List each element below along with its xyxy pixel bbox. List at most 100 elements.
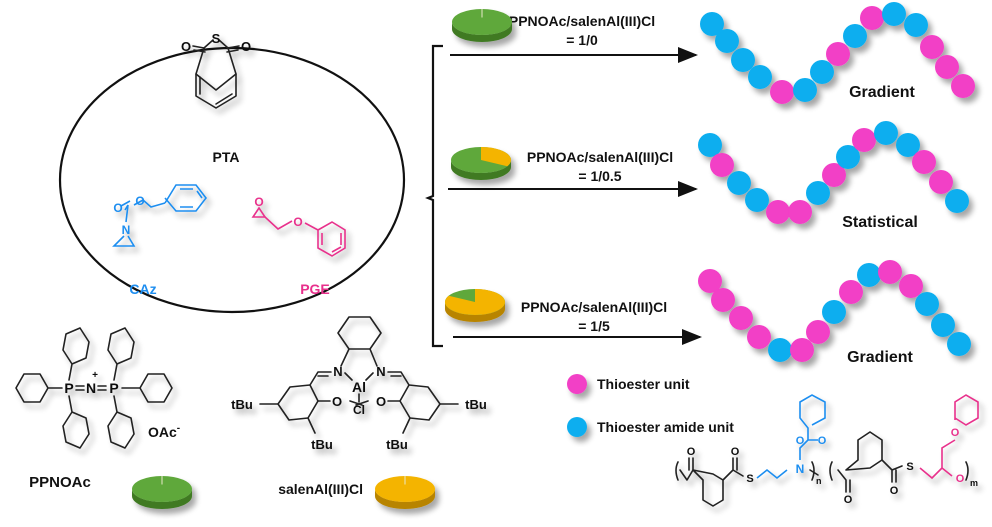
condition-3-ratio-label: PPNOAc/salenAl(III)Cl xyxy=(521,299,667,315)
salen-n1-atom: N xyxy=(333,364,342,379)
poly-o5: O xyxy=(844,494,853,506)
chain-1 xyxy=(700,2,975,104)
pge-o2-atom: O xyxy=(293,215,302,229)
result-1-label: Gradient xyxy=(849,84,915,101)
thioester-bead xyxy=(729,306,753,330)
result-3-label: Gradient xyxy=(847,349,913,366)
tbu-bottom-right: tBu xyxy=(386,437,408,452)
pta-structure: S O O xyxy=(181,31,251,109)
thioester-amide-bead xyxy=(947,332,971,356)
condition-1-ratio-label: PPNOAc/salenAl(III)Cl xyxy=(509,13,655,29)
thioester-bead xyxy=(822,163,846,187)
pie-condition-1-top xyxy=(452,9,512,35)
ppn-p1-atom: P xyxy=(64,380,73,396)
ppn-p2-atom: P xyxy=(109,380,118,396)
thioester-amide-bead xyxy=(806,181,830,205)
thioester-amide-bead xyxy=(882,2,906,26)
salen-puck-top xyxy=(375,476,435,502)
pie-condition-3-side xyxy=(445,302,505,322)
thioester-bead xyxy=(766,200,790,224)
thioester-amide-bead xyxy=(874,121,898,145)
thioester-amide-bead xyxy=(700,12,724,36)
pie-condition-3 xyxy=(445,289,505,322)
poly-o1: O xyxy=(687,446,696,458)
legend-amide-label: Thioester amide unit xyxy=(597,419,734,435)
caz-o1-atom: O xyxy=(113,201,122,215)
tbu-right: tBu xyxy=(465,397,487,412)
thioester-bead xyxy=(860,6,884,30)
salen-al-atom: Al xyxy=(352,379,366,395)
copolymer-structure: O O S N O O O O S O O n m xyxy=(675,394,979,507)
pie-condition-2-side xyxy=(451,160,511,180)
thioester-amide-bead xyxy=(715,29,739,53)
thioester-amide-bead xyxy=(698,133,722,157)
thioester-amide-bead xyxy=(727,171,751,195)
salen-puck xyxy=(375,476,435,509)
thioester-bead xyxy=(878,260,902,284)
pta-o2-atom: O xyxy=(241,39,251,54)
caz-n-atom: N xyxy=(122,223,131,237)
legend: Thioester unit Thioester amide unit xyxy=(567,374,734,437)
thioester-bead xyxy=(899,274,923,298)
poly-subscript-n: n xyxy=(816,476,822,486)
salen-o1-atom: O xyxy=(332,394,342,409)
thioester-bead xyxy=(951,74,975,98)
thioester-bead xyxy=(929,170,953,194)
poly-o2: O xyxy=(731,446,740,458)
thioester-bead xyxy=(770,80,794,104)
thioester-bead xyxy=(698,269,722,293)
thioester-amide-bead xyxy=(945,189,969,213)
ppnoac-structure: P N + P xyxy=(15,327,173,449)
legend-thioester-label: Thioester unit xyxy=(597,376,690,392)
thioester-amide-bead xyxy=(896,133,920,157)
oac-counterion: OAc- xyxy=(148,423,180,440)
polymer-chains xyxy=(698,2,975,362)
thioester-amide-bead xyxy=(768,338,792,362)
legend-amide-swatch xyxy=(567,417,587,437)
caz-label: CAz xyxy=(129,281,156,297)
thioester-bead xyxy=(711,288,735,312)
thioester-bead xyxy=(826,42,850,66)
thioester-bead xyxy=(852,128,876,152)
pie-condition-2-salen-slice xyxy=(481,146,512,167)
thioester-amide-bead xyxy=(857,263,881,287)
thioester-bead xyxy=(806,320,830,344)
poly-o8: O xyxy=(956,473,965,485)
thioester-amide-bead xyxy=(843,24,867,48)
ratio-pies xyxy=(132,9,512,509)
thioester-amide-bead xyxy=(904,13,928,37)
pie-condition-3-salen-slice xyxy=(445,289,505,315)
thioester-amide-bead xyxy=(931,313,955,337)
salen-label: salenAl(III)Cl xyxy=(278,481,363,497)
ppnoac-puck-side xyxy=(132,489,192,509)
poly-o7: O xyxy=(951,427,960,439)
thioester-bead xyxy=(747,325,771,349)
thioester-bead xyxy=(788,200,812,224)
thioester-amide-bead xyxy=(810,60,834,84)
poly-o6: O xyxy=(890,485,899,497)
thioester-amide-bead xyxy=(793,78,817,102)
condition-1-ratio-value: = 1/0 xyxy=(566,32,598,48)
condition-2-ratio-value: = 1/0.5 xyxy=(578,168,621,184)
poly-s2: S xyxy=(906,461,913,473)
chain-3 xyxy=(698,260,971,362)
ppn-charge: + xyxy=(92,370,98,381)
chain-2 xyxy=(698,121,969,224)
thioester-bead xyxy=(920,35,944,59)
pie-condition-1 xyxy=(452,9,512,42)
ppnoac-puck-top xyxy=(132,476,192,502)
legend-thioester-swatch xyxy=(567,374,587,394)
caz-o2-atom: O xyxy=(135,194,144,208)
thioester-amide-bead xyxy=(731,48,755,72)
salen-structure: N N Al O O Cl tBu tBu tBu tBu xyxy=(231,316,487,452)
thioester-bead xyxy=(935,55,959,79)
tbu-left: tBu xyxy=(231,397,253,412)
poly-subscript-m: m xyxy=(970,478,978,488)
salen-o2-atom: O xyxy=(376,394,386,409)
pie-condition-2 xyxy=(451,146,512,180)
poly-o3: O xyxy=(796,435,805,447)
pta-s-atom: S xyxy=(212,31,221,46)
pge-structure: O O xyxy=(251,195,346,257)
result-2-label: Statistical xyxy=(842,214,918,231)
thioester-bead xyxy=(710,153,734,177)
